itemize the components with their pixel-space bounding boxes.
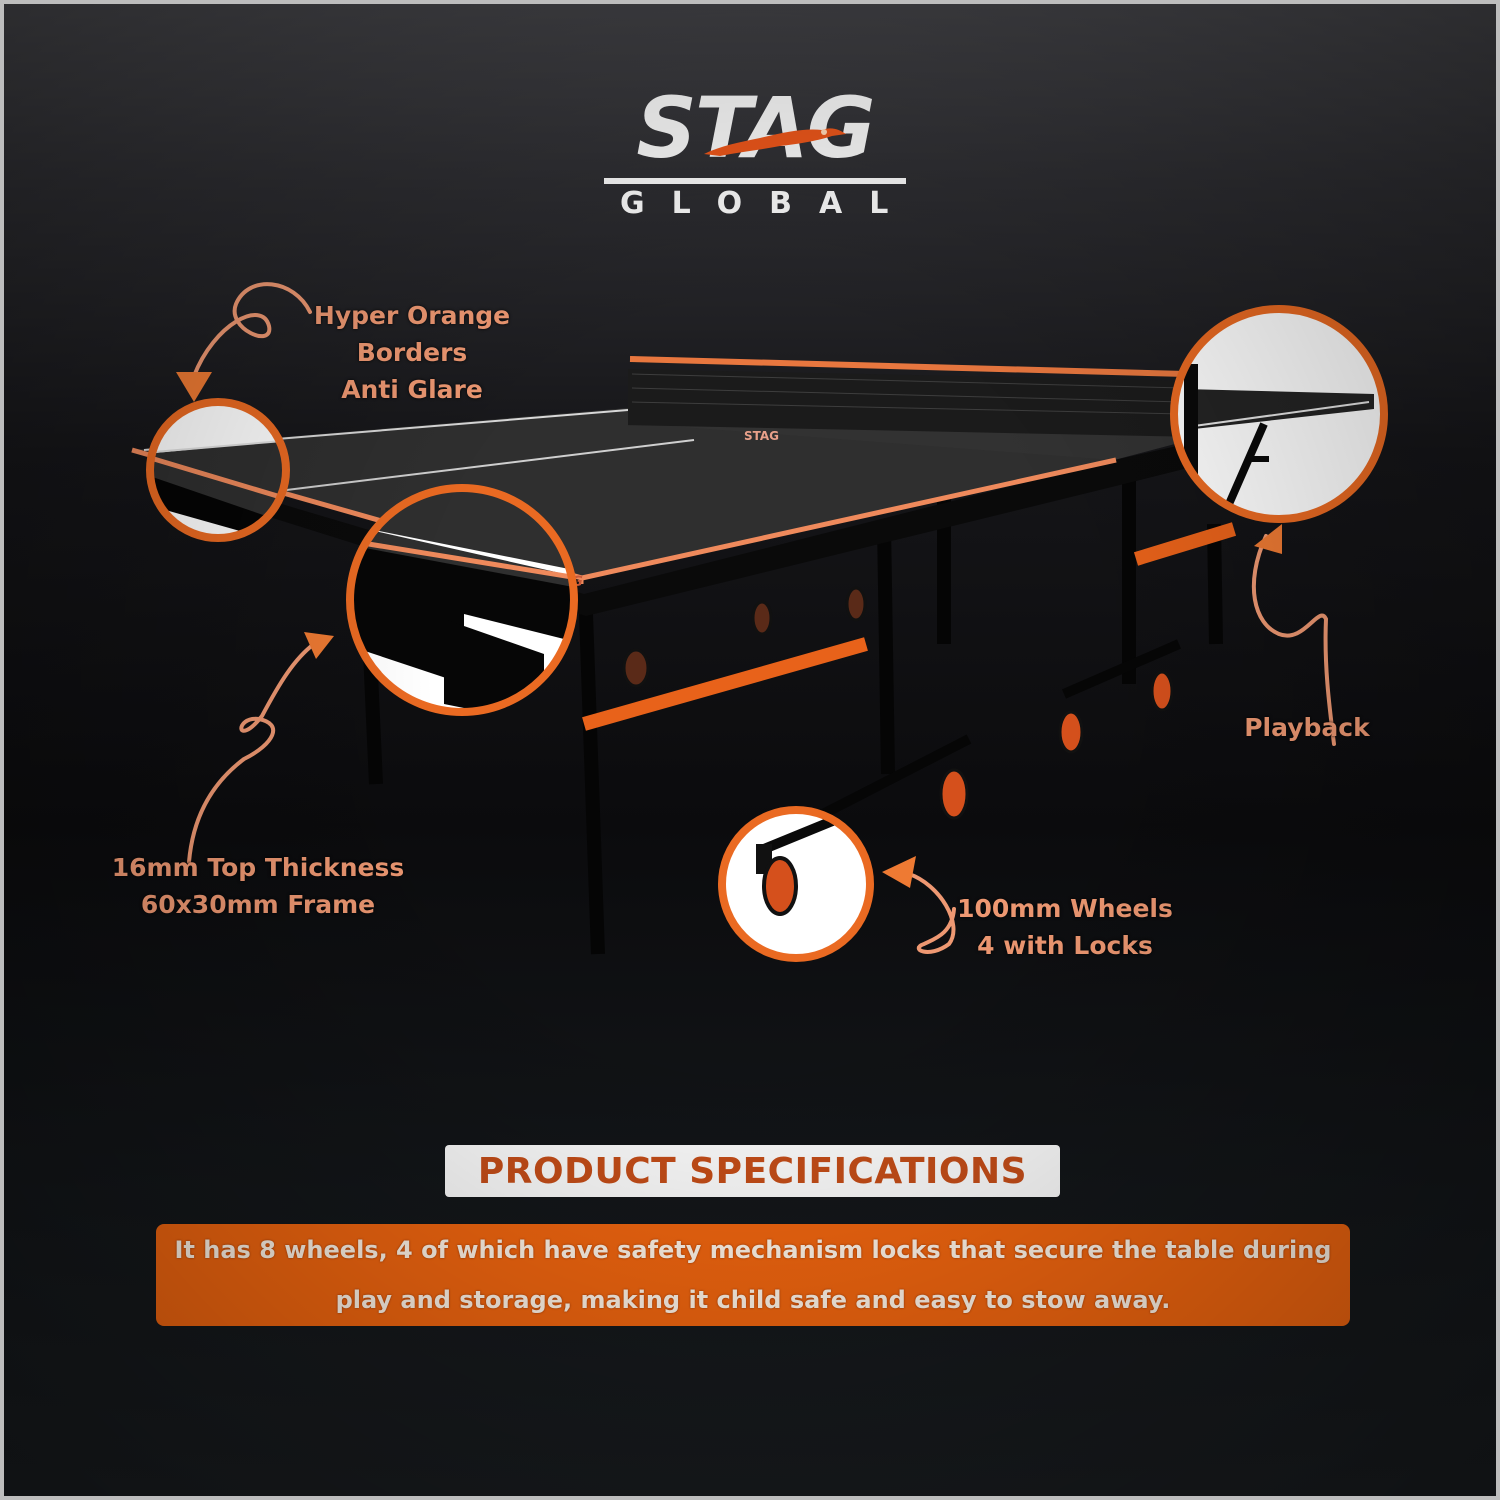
logo-divider [604,178,906,184]
curly-arrow-left-icon [907,872,956,954]
product-infographic: STAG STAG [4,4,1496,1496]
leaping-stag-icon [704,128,846,156]
curly-arrow-down-icon [192,282,312,378]
magnifier-wheel-detail [718,806,874,962]
curly-arrow-up-icon [187,642,316,864]
callout-playback: Playback [1244,713,1370,742]
table-tennis-table-illustration: STAG STAG [131,282,1388,962]
svg-text:STAG: STAG [744,429,779,443]
magnifier-playback-detail [1170,305,1388,523]
magnifier-thickness-detail [346,484,578,716]
curly-arrows [187,282,1336,954]
callout-wheels: 100mm Wheels 4 with Locks [957,894,1173,960]
magnifier-border-detail [146,398,290,542]
product-specifications-title: PRODUCT SPECIFICATIONS [445,1145,1060,1197]
stag-global-logo: STAG GLOBAL [600,86,910,221]
callout-thickness: 16mm Top Thickness 60x30mm Frame [111,853,405,919]
product-specifications-body: It has 8 wheels, 4 of which have safety … [156,1224,1350,1326]
callout-borders: Hyper Orange Borders Anti Glare [313,301,511,404]
curly-arrow-up-icon [1251,534,1336,746]
brand-subtitle: GLOBAL [620,186,916,221]
brand-name: STAG [636,79,875,177]
